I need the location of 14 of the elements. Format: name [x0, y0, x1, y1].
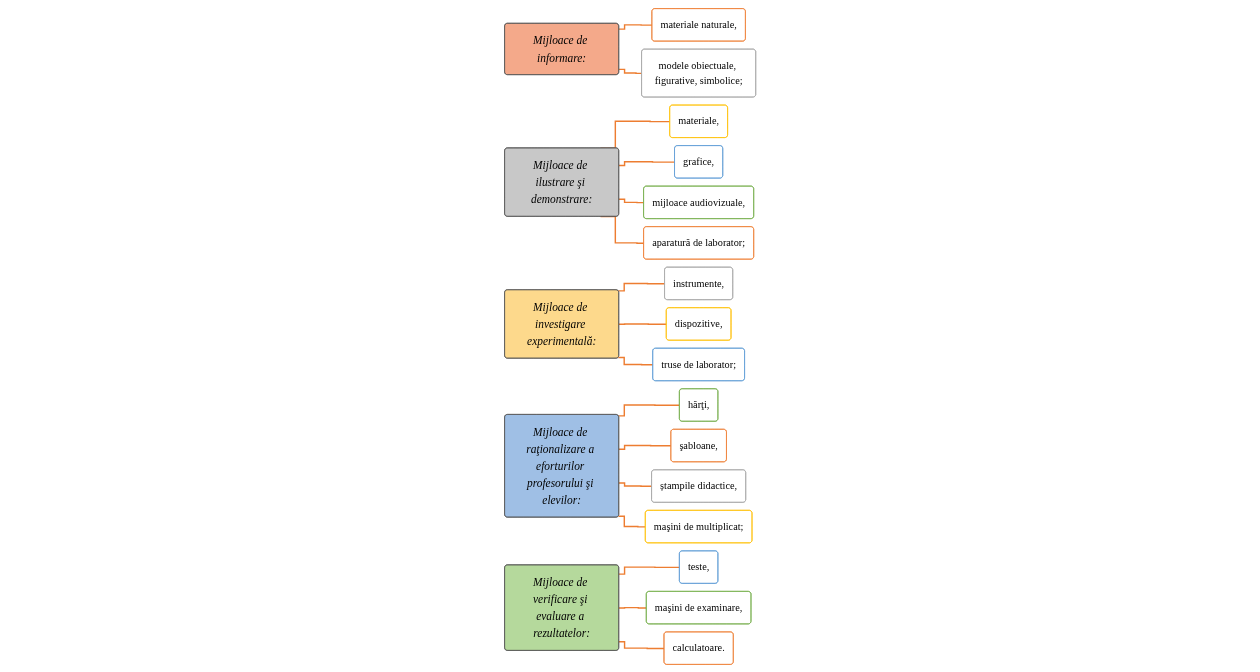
connector	[617, 403, 681, 417]
connector	[618, 640, 665, 649]
connector	[618, 565, 681, 575]
connector	[617, 282, 666, 292]
connector	[618, 322, 668, 325]
connector	[618, 444, 672, 450]
connector	[618, 481, 653, 487]
connector	[618, 198, 645, 203]
connector	[617, 356, 654, 365]
connector	[617, 515, 647, 528]
connector	[618, 23, 653, 30]
connector	[618, 160, 676, 166]
connector	[618, 68, 643, 74]
connector	[618, 606, 648, 609]
